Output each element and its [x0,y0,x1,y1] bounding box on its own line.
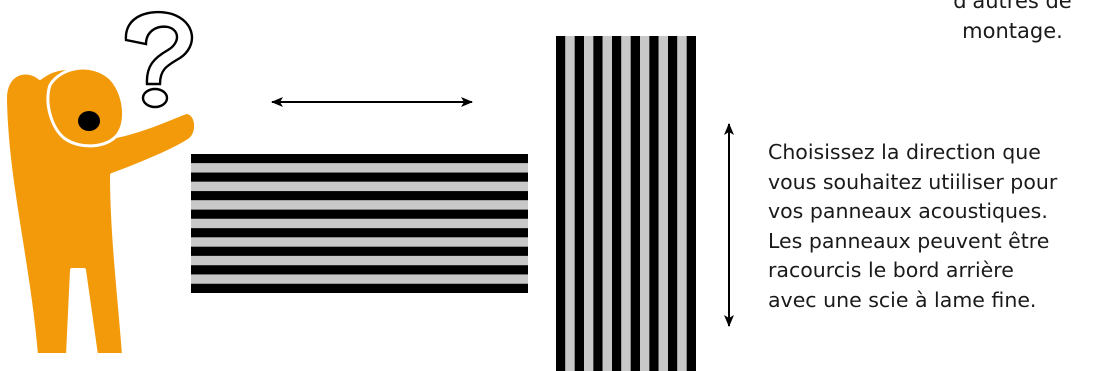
question-mark-icon [126,12,192,107]
panel-stripe [191,191,528,200]
panel-stripe [556,36,565,371]
panel-stripe [603,36,612,371]
panel-stripe [191,182,528,191]
panel-stripe [687,36,696,371]
panel-stripe [191,163,528,172]
panel-stripe [191,274,528,283]
panel-stripe [191,228,528,237]
panel-stripe [191,200,528,209]
instruction-line: racourcis le bord arrière [768,256,1112,286]
panel-stripe [191,237,528,246]
top-note-line: d'autres de [920,0,1105,16]
panel-stripe [649,36,658,371]
panel-stripe [191,265,528,274]
panel-stripe [612,36,621,371]
instruction-line: vos panneaux acoustiques. [768,197,1112,227]
panel-stripe [621,36,630,371]
panel-stripe [191,256,528,265]
figure-eye-icon [78,111,100,131]
panel-stripe [565,36,574,371]
top-note-line: montage. [920,16,1105,46]
instruction-line: Choisissez la direction que [768,138,1112,168]
panel-stripe [191,154,528,163]
panel-stripe [640,36,649,371]
person-figure-icon [5,68,196,355]
vertical-striped-panel [556,36,696,371]
panel-stripe [191,210,528,219]
panel-stripe [191,173,528,182]
panel-stripe [191,284,528,293]
panel-stripe [659,36,668,371]
panel-stripe [668,36,677,371]
panel-stripe [575,36,584,371]
top-note: d'autres de montage. [920,0,1105,46]
panel-stripe [631,36,640,371]
instruction-line: Les panneaux peuvent être [768,227,1112,257]
panel-stripe [584,36,593,371]
panel-stripe [191,219,528,228]
instruction-line: avec une scie à lame fine. [768,286,1112,316]
instruction-line: vous souhaitez utiiliser pour [768,168,1112,198]
horizontal-striped-panel [191,154,528,293]
panel-stripe [677,36,686,371]
panel-stripe [593,36,602,371]
panel-stripe [191,247,528,256]
instructions-text: Choisissez la direction que vous souhait… [768,138,1112,316]
